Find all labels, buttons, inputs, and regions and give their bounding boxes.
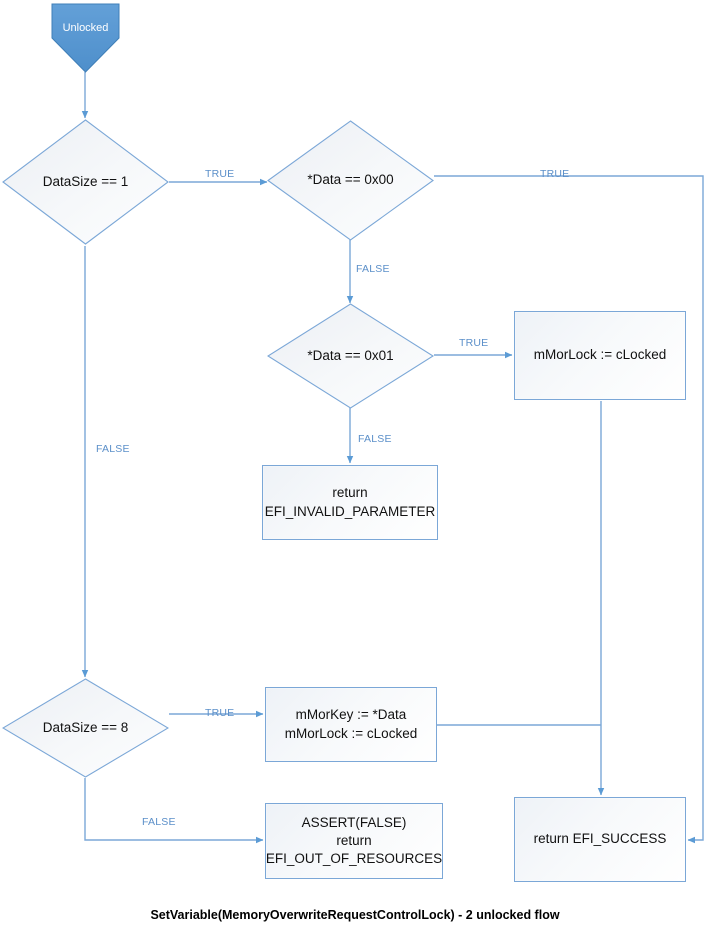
diamond-shape [2, 119, 169, 245]
diagram-caption: SetVariable(MemoryOverwriteRequestContro… [150, 908, 560, 922]
node-process-mmorkey-assign[interactable]: mMorKey := *Data mMorLock := cLocked [265, 687, 437, 762]
node-start-unlocked[interactable]: Unlocked [49, 2, 122, 74]
node-label: DataSize == 8 [42, 719, 129, 735]
edge-datasize8-false [84, 778, 264, 844]
node-decision-datasize1[interactable]: DataSize == 1 [2, 119, 169, 245]
edge-data00-true [434, 175, 704, 844]
edge-label-datasize1-true: TRUE [205, 168, 235, 180]
edge-label-datasize8-true: TRUE [205, 707, 235, 719]
node-process-return-invalid-parameter[interactable]: return EFI_INVALID_PARAMETER [262, 465, 438, 540]
node-process-mmorlock-clocked[interactable]: mMorLock := cLocked [514, 311, 686, 400]
node-label: *Data == 0x01 [307, 347, 394, 363]
node-label: return EFI_SUCCESS [533, 831, 667, 847]
node-label: Unlocked [62, 21, 109, 34]
node-decision-data-eq-0x01[interactable]: *Data == 0x01 [267, 303, 434, 409]
diamond-shape [2, 678, 169, 778]
node-label: return EFI_INVALID_PARAMETER [264, 485, 436, 519]
edge-label-datasize8-false: FALSE [142, 816, 176, 828]
edge-label-data00-true: TRUE [540, 168, 570, 180]
banner-shape [51, 3, 120, 73]
node-label: mMorKey := *Data mMorLock := cLocked [284, 707, 418, 741]
node-label: DataSize == 1 [42, 173, 129, 189]
node-decision-data-eq-0x00[interactable]: *Data == 0x00 [267, 120, 434, 241]
node-process-assert-false[interactable]: ASSERT(FALSE) return EFI_OUT_OF_RESOURCE… [265, 803, 443, 879]
edge-label-data01-false: FALSE [358, 433, 392, 445]
node-decision-datasize8[interactable]: DataSize == 8 [2, 678, 169, 778]
edge-label-data00-false: FALSE [356, 263, 390, 275]
node-process-return-success[interactable]: return EFI_SUCCESS [514, 797, 686, 882]
node-label: *Data == 0x00 [307, 172, 394, 188]
node-label: ASSERT(FALSE) return EFI_OUT_OF_RESOURCE… [265, 814, 443, 867]
node-label: mMorLock := cLocked [533, 347, 667, 363]
edge-label-data01-true: TRUE [459, 337, 489, 349]
edge-label-datasize1-false: FALSE [96, 443, 130, 455]
